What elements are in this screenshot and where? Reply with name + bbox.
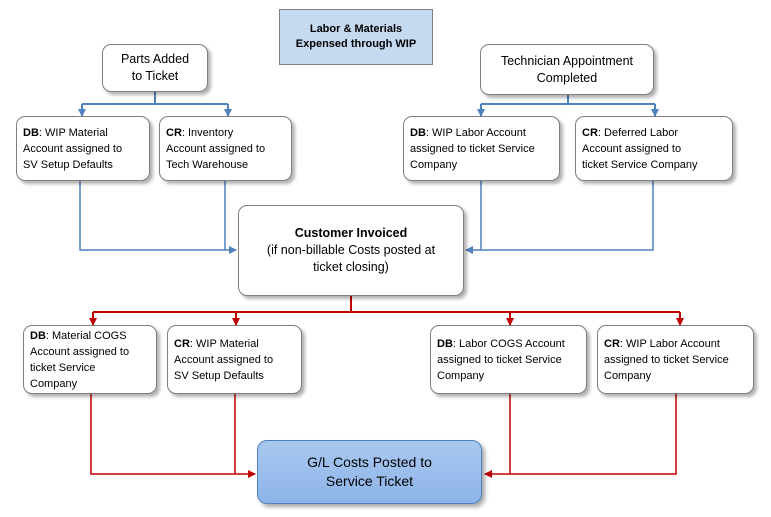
connector-invoiced-split [89, 296, 684, 326]
customer-invoiced-line-1: (if non-billable Costs posted at [266, 243, 436, 257]
labor-db-line-1: : WIP Labor Account [425, 126, 526, 139]
title-line-1: Labor & Materials [309, 23, 403, 35]
material-cogs-db-prefix: DB [30, 329, 46, 342]
parts-db-line-3: SV Setup Defaults [23, 158, 113, 171]
title-line-2: Expensed through WIP [295, 38, 417, 50]
wip-labor-cr-box: CR: WIP Labor Account assigned to ticket… [597, 325, 754, 394]
material-cogs-db-line-3: ticket Service [30, 361, 96, 374]
parts-cr-line-2: Account assigned to [166, 142, 266, 155]
wip-labor-cr-prefix: CR [604, 337, 620, 350]
labor-cr-line-1: : Deferred Labor [597, 126, 678, 139]
labor-cr-box: CR: Deferred Labor Account assigned to t… [575, 116, 733, 181]
gl-costs-posted-box: G/L Costs Posted to Service Ticket [257, 440, 482, 504]
labor-db-line-3: Company [410, 158, 458, 171]
connector-tech-split [477, 95, 659, 117]
parts-cr-line-3: Tech Warehouse [166, 158, 249, 171]
parts-db-prefix: DB [23, 126, 39, 139]
material-cogs-db-box: DB: Material COGS Account assigned to ti… [23, 325, 157, 394]
tech-completed-box: Technician Appointment Completed [480, 44, 654, 95]
wip-labor-cr-line-1: : WIP Labor Account [619, 337, 720, 350]
parts-db-line-2: Account assigned to [23, 142, 123, 155]
wip-labor-cr-line-2: assigned to ticket Service [604, 353, 729, 366]
connector-labor-to-invoiced [465, 181, 654, 254]
labor-db-line-2: assigned to ticket Service [410, 142, 535, 155]
tech-completed-line-2: Completed [536, 70, 598, 85]
parts-cr-line-1: : Inventory [181, 126, 234, 139]
connector-parts-to-invoiced [79, 181, 237, 254]
wip-material-cr-box: CR: WIP Material Account assigned to SV … [167, 325, 302, 394]
parts-added-line-1: Parts Added [120, 52, 190, 66]
material-cogs-db-line-1: : Material COGS [45, 329, 127, 342]
tech-completed-line-1: Technician Appointment [500, 53, 634, 68]
customer-invoiced-box: Customer Invoiced (if non-billable Costs… [238, 205, 464, 296]
wip-material-cr-prefix: CR [174, 337, 190, 350]
material-cogs-db-line-4: Company [30, 377, 78, 390]
labor-db-prefix: DB [410, 126, 426, 139]
customer-invoiced-heading: Customer Invoiced [294, 226, 408, 240]
labor-db-box: DB: WIP Labor Account assigned to ticket… [403, 116, 560, 181]
diagram-title: Labor & Materials Expensed through WIP [279, 9, 433, 65]
wip-material-cr-line-2: Account assigned to [174, 353, 274, 366]
customer-invoiced-line-2: ticket closing) [313, 260, 389, 274]
wip-material-cr-line-3: SV Setup Defaults [174, 369, 264, 382]
labor-cogs-db-line-3: Company [437, 369, 485, 382]
labor-cogs-db-line-1: : Labor COGS Account [452, 337, 565, 350]
gl-costs-line-1: G/L Costs Posted to [307, 454, 432, 470]
parts-db-line-1: : WIP Material [38, 126, 108, 139]
labor-cogs-db-prefix: DB [437, 337, 453, 350]
wip-labor-cr-line-3: Company [604, 369, 652, 382]
parts-db-box: DB: WIP Material Account assigned to SV … [16, 116, 150, 181]
labor-cr-prefix: CR [582, 126, 598, 139]
connector-to-final [90, 394, 677, 478]
parts-cr-box: CR: Inventory Account assigned to Tech W… [159, 116, 292, 181]
parts-added-box: Parts Added to Ticket [102, 44, 208, 92]
parts-cr-prefix: CR [166, 126, 182, 139]
parts-added-line-2: to Ticket [131, 69, 179, 83]
labor-cr-line-3: ticket Service Company [582, 158, 698, 171]
labor-cogs-db-box: DB: Labor COGS Account assigned to ticke… [430, 325, 587, 394]
connector-parts-split [78, 92, 232, 117]
wip-material-cr-line-1: : WIP Material [189, 337, 259, 350]
material-cogs-db-line-2: Account assigned to [30, 345, 130, 358]
labor-cr-line-2: Account assigned to [582, 142, 682, 155]
labor-cogs-db-line-2: assigned to ticket Service [437, 353, 562, 366]
gl-costs-line-2: Service Ticket [325, 473, 414, 489]
